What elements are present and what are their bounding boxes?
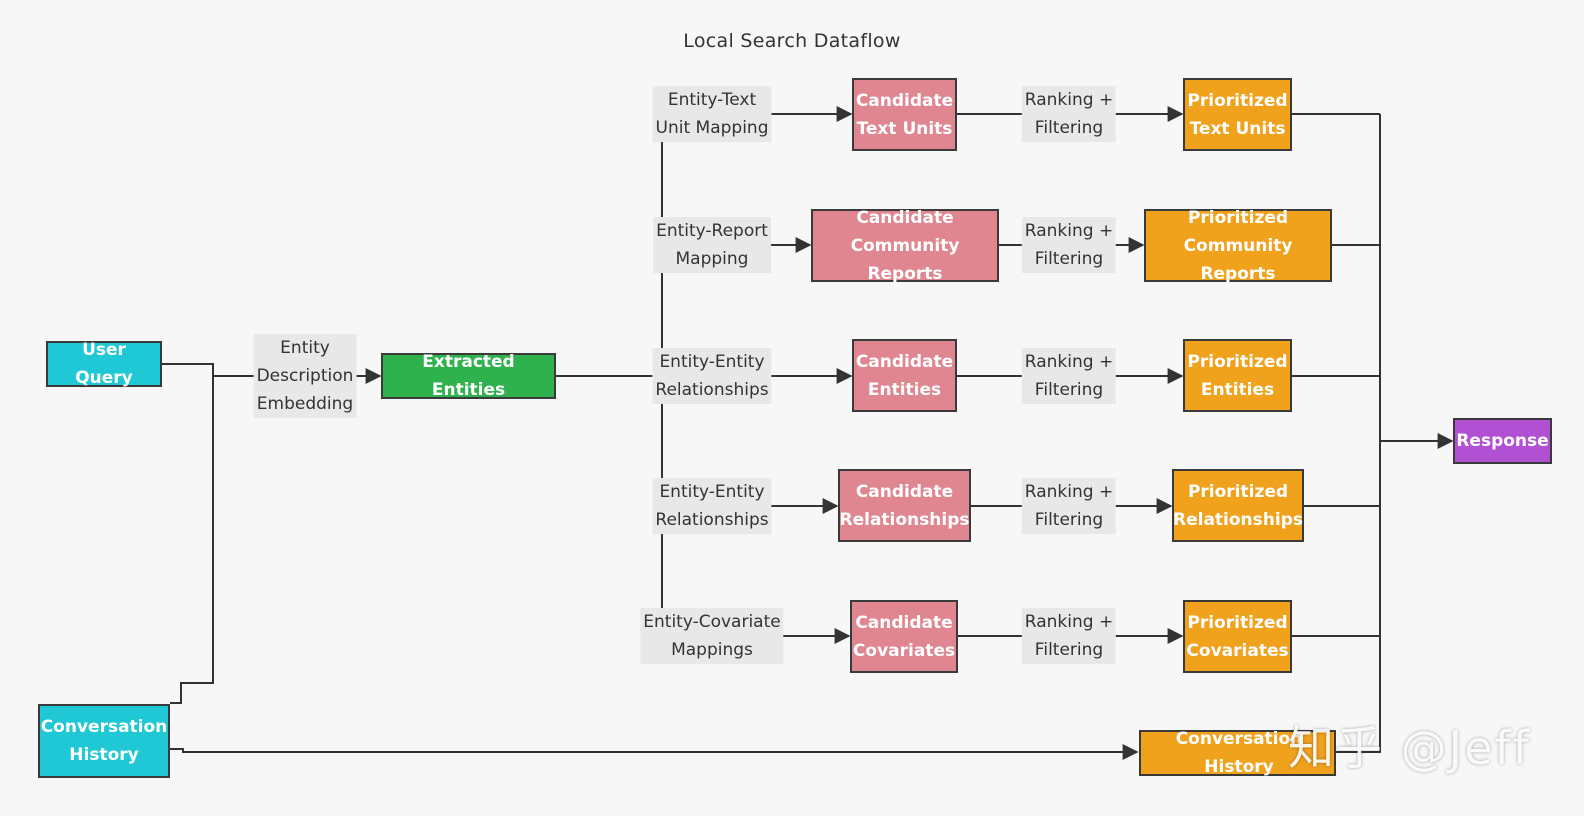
- node-prioritized-text-units: Prioritized Text Units: [1183, 78, 1292, 151]
- node-prioritized-community-reports: Prioritized Community Reports: [1144, 208, 1332, 284]
- edge-label-ranking-filtering-5: Ranking + Filtering: [1021, 608, 1117, 664]
- watermark: 知乎 @Jeff: [1288, 721, 1531, 775]
- node-response: Response: [1453, 418, 1552, 464]
- edge-label-entity-covariate-mappings: Entity-Covariate Mappings: [640, 608, 784, 664]
- edge-label-ranking-filtering-4: Ranking + Filtering: [1021, 478, 1117, 534]
- edge-label-entity-description-embedding: Entity Description Embedding: [253, 334, 357, 418]
- node-user-query: User Query: [46, 340, 162, 388]
- node-extracted-entities: Extracted Entities: [381, 352, 556, 400]
- edge-label-entity-report-mapping: Entity-Report Mapping: [653, 217, 771, 273]
- edge-label-ranking-filtering-1: Ranking + Filtering: [1021, 86, 1117, 142]
- node-candidate-community-reports: Candidate Community Reports: [811, 208, 999, 284]
- edge-label-entity-entity-relationships-1: Entity-Entity Relationships: [652, 348, 772, 404]
- node-prioritized-relationships: Prioritized Relationships: [1172, 469, 1304, 542]
- diagram-title: Local Search Dataflow: [683, 30, 901, 52]
- edge-label-entity-text-unit-mapping: Entity-Text Unit Mapping: [652, 86, 772, 142]
- node-prioritized-covariates: Prioritized Covariates: [1183, 600, 1292, 673]
- edge-label-ranking-filtering-3: Ranking + Filtering: [1021, 348, 1117, 404]
- edge-label-ranking-filtering-2: Ranking + Filtering: [1021, 217, 1117, 273]
- edge-history-passthrough: [170, 744, 1139, 760]
- node-conversation-history-input: Conversation History: [38, 704, 170, 778]
- edge-history-to-extracted: [170, 376, 214, 704]
- node-conversation-history-output: Conversation History: [1139, 729, 1336, 777]
- node-prioritized-entities: Prioritized Entities: [1183, 339, 1292, 412]
- node-candidate-text-units: Candidate Text Units: [852, 78, 957, 151]
- edge-label-entity-entity-relationships-2: Entity-Entity Relationships: [652, 478, 772, 534]
- edge-history-out-to-merge: [1336, 730, 1381, 753]
- node-candidate-covariates: Candidate Covariates: [850, 600, 958, 673]
- node-candidate-entities: Candidate Entities: [852, 339, 957, 412]
- node-candidate-relationships: Candidate Relationships: [838, 469, 971, 542]
